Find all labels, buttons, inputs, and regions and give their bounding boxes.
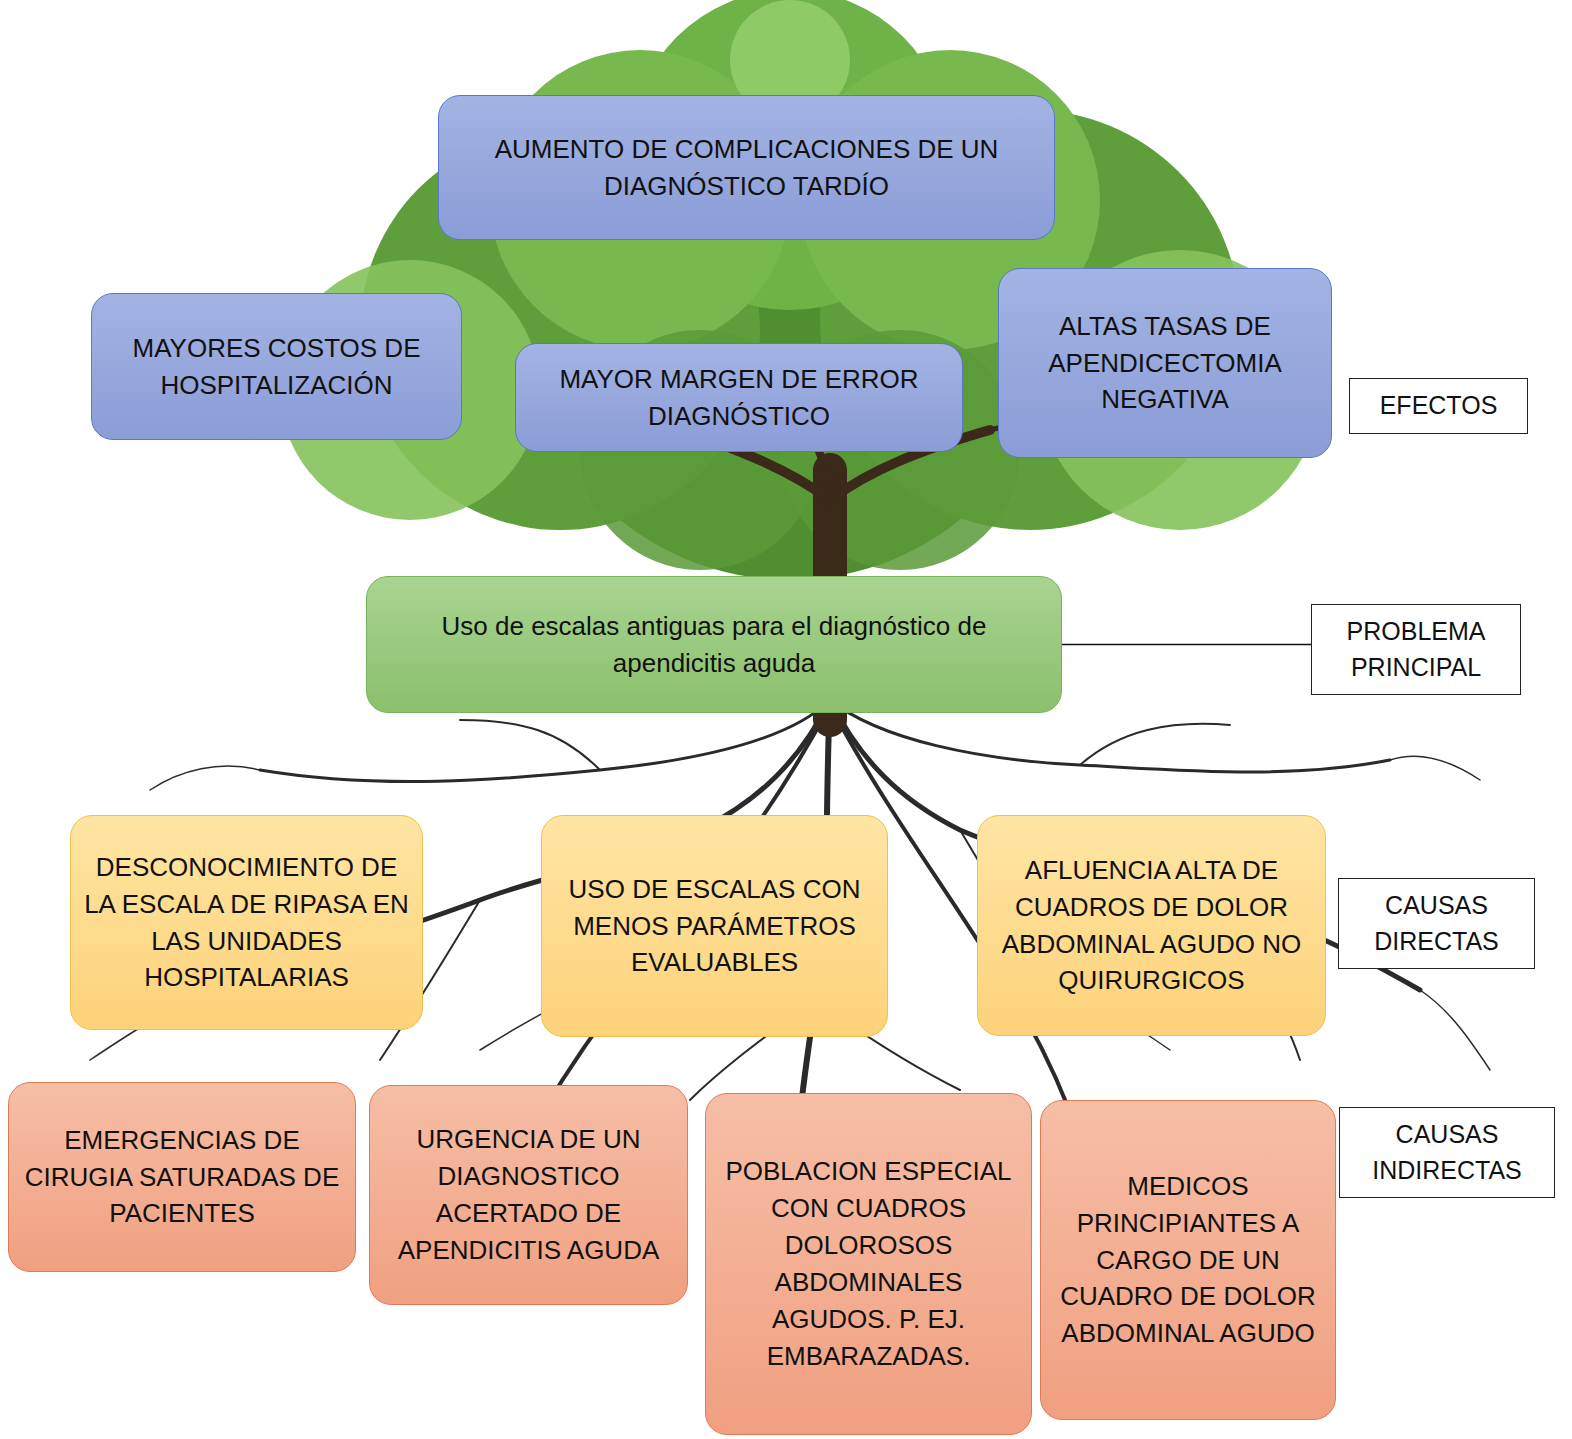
direct-cause-box: AFLUENCIA ALTA DE CUADROS DE DOLOR ABDOM… <box>977 815 1326 1036</box>
node-text: AFLUENCIA ALTA DE CUADROS DE DOLOR ABDOM… <box>990 852 1313 1000</box>
indirect-cause-box: MEDICOS PRINCIPIANTES A CARGO DE UN CUAD… <box>1040 1100 1336 1420</box>
indirect-cause-box: URGENCIA DE UN DIAGNOSTICO ACERTADO DE A… <box>369 1085 688 1305</box>
tree-roots <box>90 700 1490 1420</box>
node-text: MAYORES COSTOS DE HOSPITALIZACIÓN <box>106 330 447 404</box>
node-text: CAUSAS DIRECTAS <box>1347 888 1526 959</box>
direct-cause-box: DESCONOCIMIENTO DE LA ESCALA DE RIPASA E… <box>70 815 423 1030</box>
node-text: MEDICOS PRINCIPIANTES A CARGO DE UN CUAD… <box>1053 1168 1323 1353</box>
node-text: Uso de escalas antiguas para el diagnóst… <box>387 608 1041 682</box>
node-text: EMERGENCIAS DE CIRUGIA SATURADAS DE PACI… <box>21 1122 343 1233</box>
direct-cause-box: USO DE ESCALAS CON MENOS PARÁMETROS EVAL… <box>541 815 888 1037</box>
node-text: PROBLEMA PRINCIPAL <box>1320 614 1512 685</box>
section-label: CAUSAS DIRECTAS <box>1338 878 1535 969</box>
node-text: MAYOR MARGEN DE ERROR DIAGNÓSTICO <box>530 361 948 435</box>
effect-box: AUMENTO DE COMPLICACIONES DE UN DIAGNÓST… <box>438 95 1055 240</box>
indirect-cause-box: EMERGENCIAS DE CIRUGIA SATURADAS DE PACI… <box>8 1082 356 1272</box>
section-label: CAUSAS INDIRECTAS <box>1339 1107 1555 1198</box>
indirect-cause-box: POBLACION ESPECIAL CON CUADROS DOLOROSOS… <box>705 1093 1032 1435</box>
node-text: USO DE ESCALAS CON MENOS PARÁMETROS EVAL… <box>554 871 875 982</box>
node-text: POBLACION ESPECIAL CON CUADROS DOLOROSOS… <box>718 1153 1019 1374</box>
problem-box: Uso de escalas antiguas para el diagnóst… <box>366 576 1062 713</box>
effect-box: ALTAS TASAS DE APENDICECTOMIA NEGATIVA <box>998 268 1332 458</box>
node-text: URGENCIA DE UN DIAGNOSTICO ACERTADO DE A… <box>382 1121 675 1269</box>
node-text: AUMENTO DE COMPLICACIONES DE UN DIAGNÓST… <box>459 131 1034 205</box>
section-label: PROBLEMA PRINCIPAL <box>1311 604 1521 695</box>
node-text: DESCONOCIMIENTO DE LA ESCALA DE RIPASA E… <box>83 849 410 997</box>
node-text: ALTAS TASAS DE APENDICECTOMIA NEGATIVA <box>1013 308 1317 419</box>
node-text: EFECTOS <box>1380 388 1498 424</box>
effect-box: MAYORES COSTOS DE HOSPITALIZACIÓN <box>91 293 462 440</box>
connector-line <box>1062 644 1311 645</box>
node-text: CAUSAS INDIRECTAS <box>1348 1117 1546 1188</box>
effect-box: MAYOR MARGEN DE ERROR DIAGNÓSTICO <box>515 343 963 452</box>
section-label: EFECTOS <box>1349 378 1528 434</box>
